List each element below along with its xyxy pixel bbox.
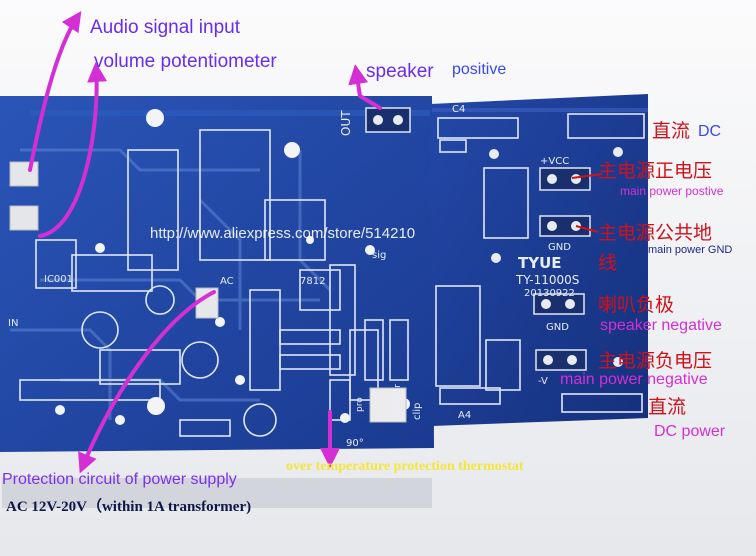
model-label: TY-11000S [515, 273, 579, 287]
callout-lines [571, 173, 603, 233]
speaker-positive-label: positive [452, 61, 507, 78]
main-positive-en-label: main power postive [620, 184, 724, 198]
c4-label: C4 [452, 104, 465, 115]
regulator-label: 7812 [300, 276, 325, 287]
speaker-negative-zh-label: 喇叭负极 [598, 294, 675, 316]
gnd-label-1: GND [548, 242, 571, 253]
main-gnd-zh-label: 主电源公共地 [598, 222, 713, 244]
thermostat-label: over temperature protection thermostat [286, 459, 524, 474]
main-positive-zh-label: 主电源正电压 [598, 160, 713, 182]
left-pcb: IC001 7812 IN AC sig clip pro power 90° … [0, 96, 434, 452]
annotation-arrows [28, 11, 382, 474]
date-label: 20130922 [524, 288, 575, 299]
main-negative-zh-label: 主电源负电压 [598, 350, 713, 372]
main-gnd-en-label: main power GND [648, 244, 733, 256]
store-watermark: http://www.aliexpress.com/store/514210 [150, 225, 416, 242]
sig-label: sig [372, 250, 386, 261]
pro-label: pro [355, 397, 365, 412]
temp-label: 90° [346, 438, 364, 449]
dc-top-zh-label: 直流 [652, 120, 691, 142]
out-label: OUT [339, 110, 353, 136]
in-label: IN [8, 318, 18, 329]
power-label: power [393, 384, 403, 412]
main-negative-en-label: main power negative [560, 371, 708, 388]
clip-label: clip [412, 403, 423, 420]
volume-pot-label: volume potentiometer [94, 51, 277, 72]
a4-label: A4 [458, 410, 471, 421]
speaker-label: speaker [366, 61, 434, 82]
protection-label: Protection circuit of power supply [2, 471, 237, 488]
dc-bottom-en-label: DC power [654, 423, 726, 440]
right-pcb: +VCC GND GND -V TYUE TY-11000S 20130922 … [365, 94, 648, 426]
ic-label: IC001 [44, 274, 73, 285]
ac-label: AC [220, 276, 234, 287]
brand-label: TYUE [518, 254, 562, 272]
board-shadow [2, 478, 432, 508]
dc-top-en-label: DC [698, 123, 722, 140]
neg-v-label: -V [538, 376, 548, 387]
audio-input-label: Audio signal input [90, 17, 240, 38]
dc-bottom-zh-label: 直流 [648, 396, 687, 418]
gnd-label-2: GND [546, 322, 569, 333]
ac-input-label: AC 12V-20V（within 1A transformer) [6, 499, 252, 515]
main-gnd-zh-label-2: 线 [598, 252, 618, 274]
vcc-label: +VCC [540, 156, 569, 167]
speaker-negative-en-label: speaker negative [600, 317, 722, 334]
